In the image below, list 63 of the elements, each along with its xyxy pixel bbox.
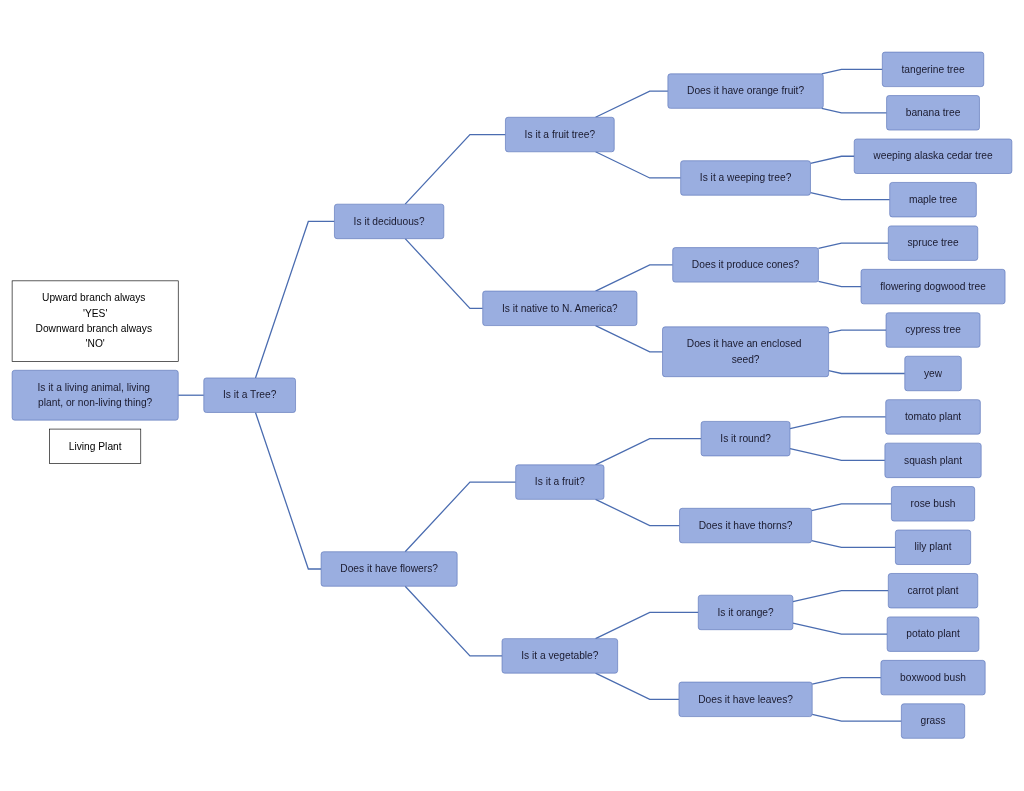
connector	[594, 438, 702, 466]
connector	[811, 503, 893, 512]
connector	[811, 714, 902, 722]
connector	[789, 416, 887, 430]
node-box: Is it a weeping tree?	[680, 160, 811, 196]
connector	[789, 448, 886, 462]
node-box: squash plant	[884, 443, 982, 479]
node-box: Is it round?	[700, 421, 791, 457]
connector	[594, 264, 674, 292]
node-box: Upward branch always 'YES' Downward branch always 'NO'	[11, 280, 179, 362]
node-box: Is it a fruit?	[515, 464, 605, 500]
connector	[811, 677, 882, 686]
node-box: cypress tree	[885, 312, 981, 348]
node-box: Does it produce cones?	[672, 247, 819, 283]
node-box: rose bush	[891, 486, 975, 522]
connector	[792, 590, 889, 603]
connector	[404, 481, 517, 553]
connector	[828, 329, 887, 334]
node-box: lily plant	[895, 529, 971, 566]
node-box: potato plant	[886, 616, 980, 653]
connector	[792, 622, 888, 636]
node-box: Is it a fruit tree?	[505, 117, 615, 153]
node-box: grass	[901, 703, 966, 739]
node-box: tangerine tree	[882, 52, 985, 88]
node-box: Does it have orange fruit?	[667, 73, 824, 109]
connector	[821, 69, 883, 75]
connector	[811, 540, 897, 549]
connector	[594, 90, 669, 119]
node-box: Is it orange?	[697, 595, 794, 631]
connector	[404, 585, 503, 657]
connector	[254, 412, 322, 570]
node-box: Is it a Tree?	[203, 377, 296, 414]
node-box: boxwood bush	[880, 660, 986, 696]
connector	[594, 499, 681, 527]
node-box: Living Plant	[49, 429, 142, 465]
connector	[177, 394, 205, 397]
node-box: Does it have leaves?	[678, 682, 813, 718]
node-box: Does it have an enclosed seed?	[662, 326, 829, 378]
connector	[828, 370, 906, 375]
connector	[404, 134, 507, 206]
node-box: flowering dogwood tree	[860, 269, 1006, 305]
node-box: maple tree	[889, 182, 977, 218]
node-box: carrot plant	[887, 573, 979, 609]
connector	[594, 325, 664, 353]
connector	[404, 238, 484, 310]
node-box: yew	[904, 356, 962, 392]
connector	[817, 281, 862, 288]
node-box: tomato plant	[885, 399, 981, 435]
node-box: Is it native to N. America?	[482, 291, 638, 327]
connector	[809, 192, 891, 201]
connector	[821, 108, 888, 114]
node-box: Is it a vegetable?	[501, 638, 618, 674]
node-box: banana tree	[886, 95, 980, 131]
node-box: spruce tree	[887, 225, 979, 261]
connector	[809, 155, 855, 165]
node-box: Is it deciduous?	[334, 204, 445, 240]
connector	[254, 221, 336, 379]
connector	[817, 242, 889, 250]
connector	[594, 612, 699, 640]
node-box: weeping alaska cedar tree	[853, 138, 1013, 175]
node-box: Is it a living animal, living plant, or non-living thing?	[11, 370, 179, 421]
node-box: Does it have flowers?	[320, 551, 458, 587]
node-box: Does it have thorns?	[679, 508, 812, 544]
